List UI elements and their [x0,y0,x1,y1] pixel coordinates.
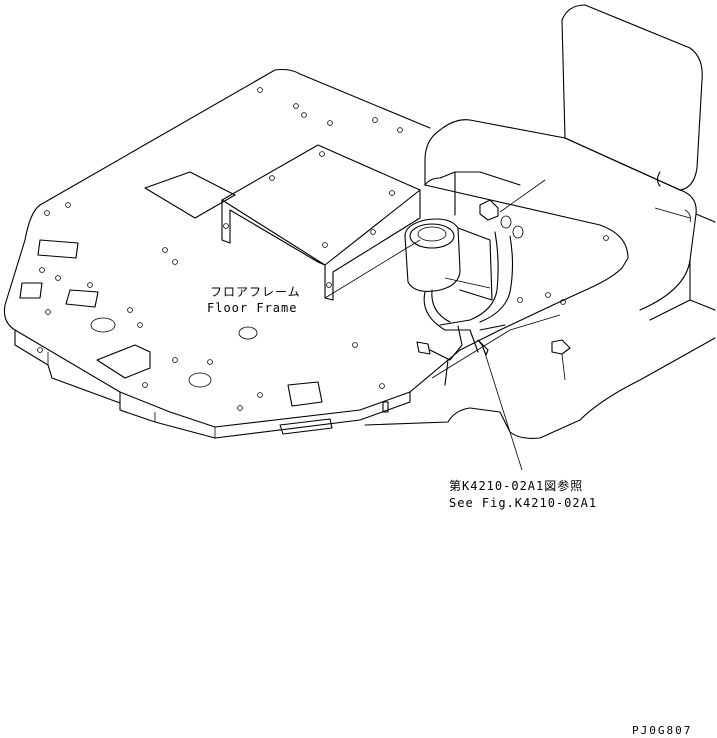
reference-label-en: See Fig.K4210-02A1 [449,496,598,510]
plate-bolt-holes [37,87,609,411]
horn-assembly [404,179,571,386]
drawing-code: PJ0G807 [632,724,693,737]
floor-frame-plate [3,68,629,439]
reference-label-jp: 第K4210-02A1図参照 [449,479,584,493]
raised-box-cover [221,144,421,301]
leader-lines [477,339,523,471]
floor-frame-label-jp: フロアフレーム [210,285,301,299]
floor-frame-label-en: Floor Frame [207,301,298,315]
operator-seat [364,4,716,439]
